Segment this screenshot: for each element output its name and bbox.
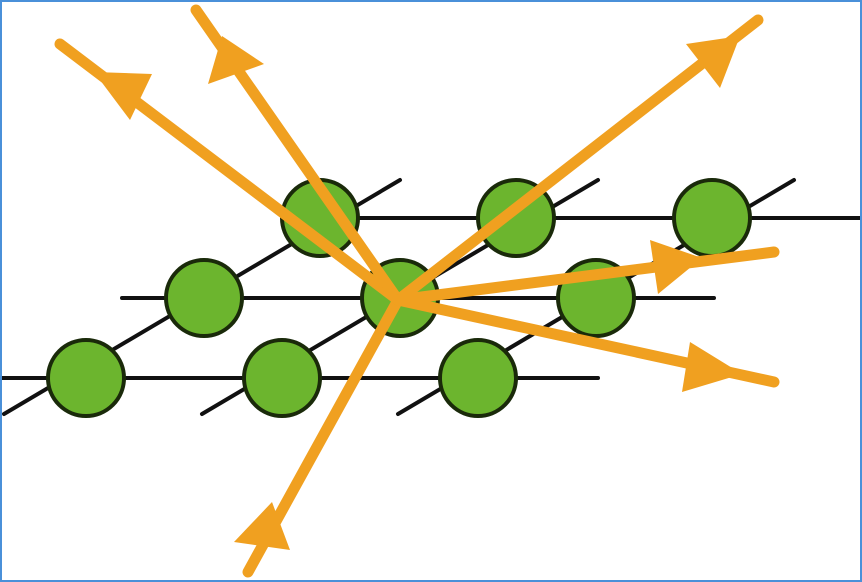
arrowhead-icon — [682, 342, 742, 392]
arrowhead-icon — [208, 36, 264, 84]
scattered-ray-right — [392, 246, 780, 306]
arrowhead-icon — [234, 502, 290, 550]
atom — [438, 338, 518, 418]
atom — [242, 338, 322, 418]
arrowhead-icon — [650, 240, 702, 294]
arrowhead-icon — [94, 72, 152, 120]
atom — [164, 258, 244, 338]
arrowhead-icon — [686, 36, 740, 88]
atom — [46, 338, 126, 418]
atoms — [46, 178, 752, 418]
arrowheads — [94, 36, 742, 550]
atom — [672, 178, 752, 258]
scattered-ray-up-right — [392, 14, 764, 306]
